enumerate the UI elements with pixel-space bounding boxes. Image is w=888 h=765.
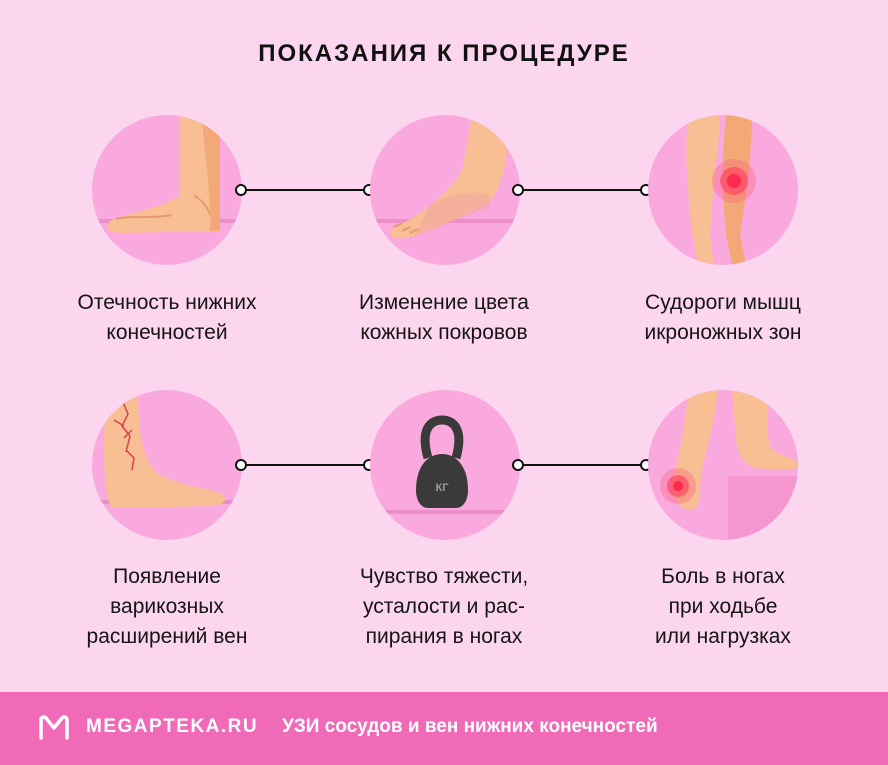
page-title: ПОКАЗАНИЯ К ПРОЦЕДУРЕ [258,40,630,67]
connector-line [511,458,661,472]
label-line: Отечность нижних [77,291,257,314]
varicose-foot-icon [92,390,242,540]
heel-pain-icon [648,390,798,540]
connector-line [511,183,661,197]
brand-link[interactable]: MEGAPTEKA.RU [86,716,259,737]
indication-label-4: Появление варикозных расширений вен [37,562,297,652]
indication-label-1: Отечность нижних конечностей [37,288,297,348]
indication-label-2: Изменение цвета кожных покровов [314,288,574,348]
indication-label-5: Чувство тяжести, усталости и рас- пирани… [314,562,574,652]
kettlebell-circle: КГ [370,390,520,540]
label-line: расширений вен [86,625,248,648]
label-line: икроножных зон [644,321,802,344]
label-line: варикозных [110,595,224,618]
megapteka-logo-icon [39,715,69,740]
label-line: кожных покровов [360,321,528,344]
footer-bar: MEGAPTEKA.RU УЗИ сосудов и вен нижних ко… [0,692,888,765]
calf-cramp-icon [648,115,798,265]
footer-caption: УЗИ сосудов и вен нижних конечностей [282,716,658,737]
indication-label-6: Боль в ногах при ходьбе или нагрузках [593,562,853,652]
label-line: конечностей [106,321,228,344]
swollen-foot-icon [92,115,242,265]
label-line: Чувство тяжести, [359,565,529,588]
label-line: или нагрузках [655,625,791,648]
label-line: Появление [113,565,221,588]
label-line: Судороги мышц [645,291,801,314]
label-line: Боль в ногах [661,565,785,588]
indication-label-3: Судороги мышц икроножных зон [593,288,853,348]
connector-line [234,458,384,472]
connector-line [234,183,384,197]
label-line: усталости и рас- [362,595,526,618]
label-line: Изменение цвета [359,291,529,314]
kettlebell-icon-label: КГ [435,482,449,494]
foot-skin-color-icon [370,115,520,265]
label-line: при ходьбе [668,595,778,618]
label-line: пирания в ногах [365,625,523,648]
